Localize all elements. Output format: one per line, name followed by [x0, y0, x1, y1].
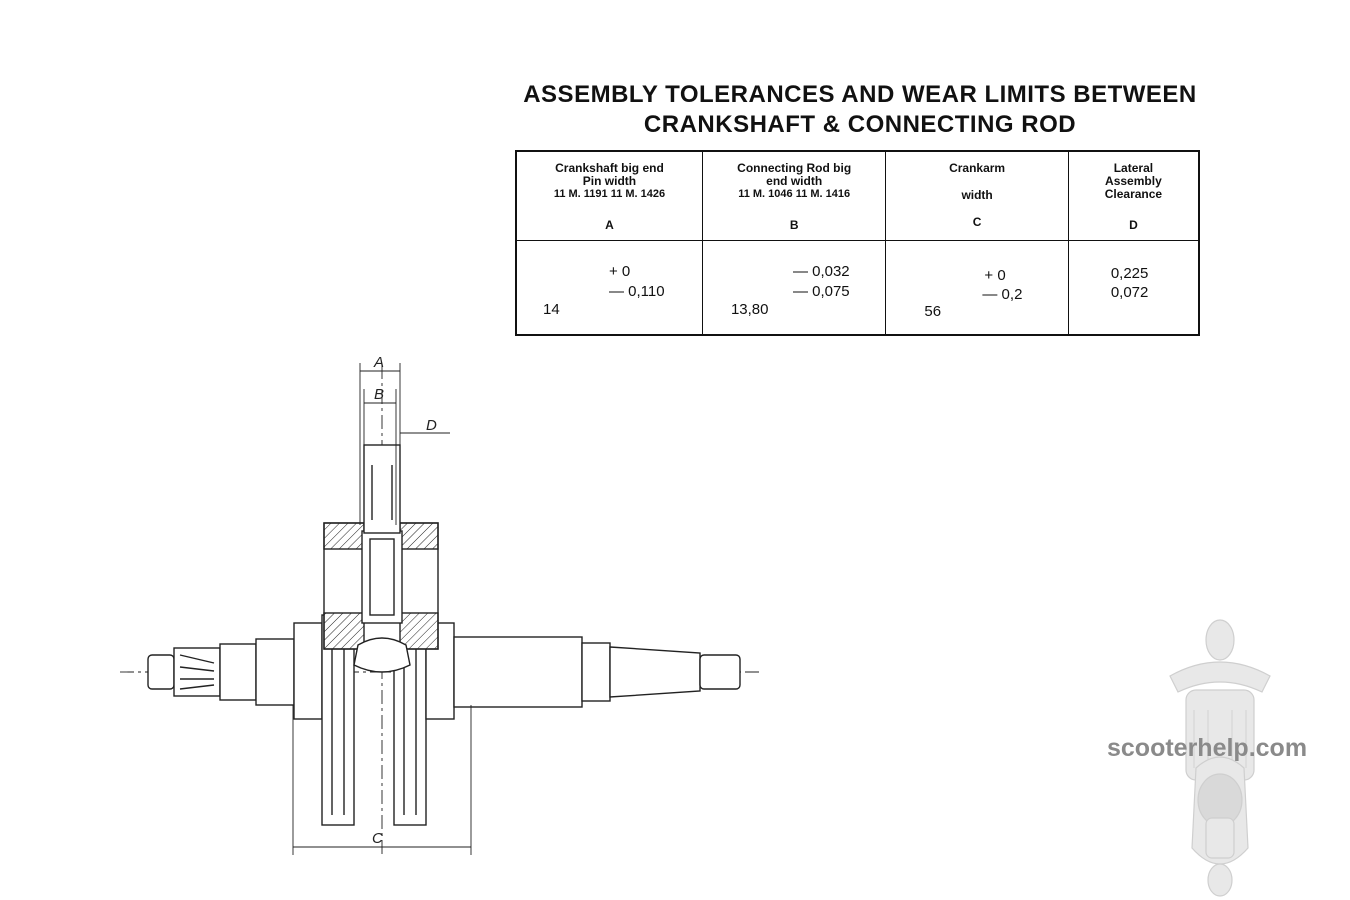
crankshaft-drawing: A B D C	[120, 354, 760, 855]
value-b-nominal: 13,80	[730, 301, 769, 319]
value-cell-d: 0,225 0,072	[1067, 240, 1200, 336]
value-c-nominal: 56	[924, 303, 942, 321]
dimension-label-d: D	[426, 417, 437, 434]
title-line-2: CRANKSHAFT & CONNECTING ROD	[643, 111, 1077, 138]
dimension-label-c: C	[372, 830, 383, 847]
header-crankarm-width: Crankarm width C	[885, 150, 1069, 242]
header-pin-width: Crankshaft big end Pin width 11 M. 1191 …	[515, 150, 703, 242]
header-lateral-clearance: Lateral Assembly Clearance D	[1067, 150, 1200, 242]
dimension-label-a: A	[373, 354, 384, 371]
value-cell-a: + 0 — 0,110 14	[515, 240, 703, 336]
value-a-upper: + 0	[609, 263, 631, 281]
title-line-1: ASSEMBLY TOLERANCES AND WEAR LIMITS BETW…	[523, 81, 1197, 108]
value-a-lower: — 0,110	[609, 283, 665, 301]
value-b-lower: — 0,075	[792, 283, 850, 301]
value-c-upper: + 0	[984, 267, 1006, 285]
header-rod-width: Connecting Rod big end width 11 M. 1046 …	[701, 150, 887, 242]
scooter-illustration	[1169, 619, 1271, 897]
value-c-lower: — 0,2	[982, 286, 1023, 304]
column-letter-a: A	[605, 218, 614, 232]
watermark-text: scooterhelp.com	[1107, 734, 1308, 762]
dimension-label-b: B	[374, 386, 384, 403]
column-letter-c: C	[972, 215, 982, 229]
column-letter-d: D	[1129, 218, 1138, 232]
value-a-nominal: 14	[543, 301, 560, 319]
value-cell-b: — 0,032 — 0,075 13,80	[701, 240, 887, 336]
value-d-upper: 0,225	[1110, 265, 1149, 283]
page-title: ASSEMBLY TOLERANCES AND WEAR LIMITS BETW…	[480, 80, 1240, 140]
value-b-upper: — 0,032	[792, 263, 850, 281]
column-letter-b: B	[789, 218, 799, 232]
tolerance-table: Crankshaft big end Pin width 11 M. 1191 …	[515, 150, 1200, 336]
value-cell-c: + 0 — 0,2 56	[885, 240, 1069, 336]
value-d-lower: 0,072	[1110, 284, 1149, 302]
